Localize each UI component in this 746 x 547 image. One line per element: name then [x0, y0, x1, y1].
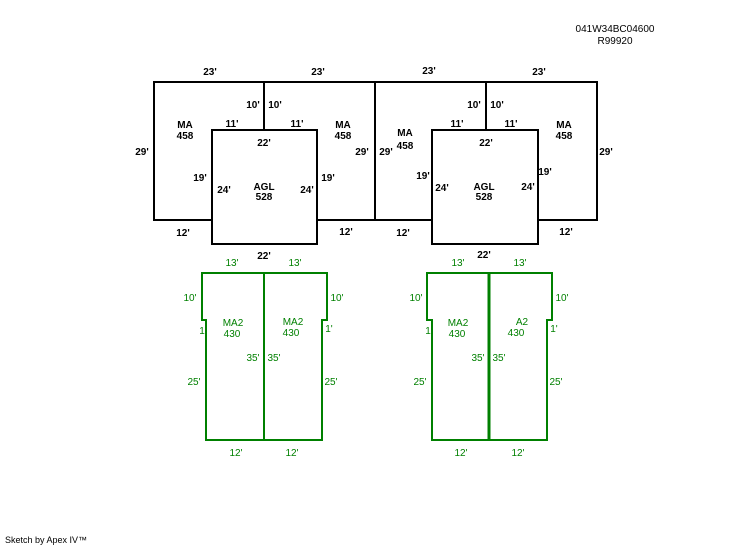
area-sqft: 430	[449, 329, 466, 340]
dimension: 1'	[325, 324, 333, 335]
dimension: 12'	[559, 227, 573, 238]
dimension: 19'	[193, 173, 207, 184]
dimension: 29'	[355, 147, 369, 158]
dimension: 19'	[538, 167, 552, 178]
area-sqft: 458	[556, 131, 573, 142]
dimension: 19'	[321, 173, 335, 184]
dimension: 29'	[599, 147, 613, 158]
dimension: 12'	[396, 228, 410, 239]
dimension: 12'	[511, 448, 524, 459]
dimension: 35'	[246, 353, 259, 364]
dimension: 22'	[477, 250, 491, 261]
dimension: 35'	[471, 353, 484, 364]
dimension: 22'	[479, 138, 493, 149]
dimension: 13'	[451, 258, 464, 269]
dimension: 25'	[187, 377, 200, 388]
area-code: MA2	[223, 318, 244, 329]
dimension: 23'	[422, 66, 436, 77]
dimension: 1	[199, 326, 205, 337]
lower-labels: MA2 430 MA2 430 MA2 430 A2 430 13' 13' 1…	[183, 258, 568, 459]
sketch-credit: Sketch by Apex IV™	[5, 535, 88, 545]
account-number: R99920	[597, 36, 633, 47]
dimension: 10'	[490, 100, 504, 111]
dimension: 22'	[257, 251, 271, 262]
dimension: 12'	[229, 448, 242, 459]
dimension: 10'	[330, 293, 343, 304]
dimension: 19'	[416, 171, 430, 182]
dimension: 25'	[549, 377, 562, 388]
area-code: MA	[556, 120, 572, 131]
garage-left	[211, 129, 318, 245]
dimension: 10'	[268, 100, 282, 111]
dimension: 12'	[339, 227, 353, 238]
dimension: 24'	[435, 183, 449, 194]
area-sqft: 430	[283, 328, 300, 339]
dimension: 11'	[451, 119, 464, 130]
area-sqft: 458	[177, 131, 194, 142]
dimension: 24'	[300, 185, 314, 196]
dimension: 12'	[454, 448, 467, 459]
dimension: 10'	[555, 293, 568, 304]
dimension: 24'	[217, 185, 231, 196]
area-code: MA2	[283, 317, 304, 328]
area-sqft: 458	[397, 141, 414, 152]
area-code: AGL	[473, 182, 494, 193]
dimension: 13'	[288, 258, 301, 269]
dimension: 35'	[267, 353, 280, 364]
dimension: 12'	[176, 228, 190, 239]
dimension: 29'	[135, 147, 149, 158]
area-sqft: 528	[256, 192, 273, 203]
dimension: 1'	[550, 324, 558, 335]
lower-floor	[201, 272, 553, 441]
area-code: AGL	[253, 182, 274, 193]
area-code: MA	[397, 128, 413, 139]
dimension: 11'	[505, 119, 518, 130]
area-sqft: 430	[508, 328, 525, 339]
lower-outline-right	[426, 272, 553, 441]
area-sqft: 528	[476, 192, 493, 203]
upper-floor	[153, 81, 598, 245]
dimension: 1	[425, 326, 431, 337]
dimension: 12'	[285, 448, 298, 459]
area-code: A2	[516, 317, 529, 328]
dimension: 35'	[492, 353, 505, 364]
dimension: 29'	[379, 147, 393, 158]
area-code: MA2	[448, 318, 469, 329]
lower-outline-left	[201, 272, 328, 441]
dimension: 13'	[225, 258, 238, 269]
dimension: 10'	[246, 100, 260, 111]
area-code: MA	[335, 120, 351, 131]
parcel-id: 041W34BC04600	[575, 24, 655, 35]
upper-labels: MA 458 MA 458 AGL 528 MA 458 MA 458 AGL …	[135, 66, 613, 262]
dimension: 11'	[291, 119, 304, 130]
dimension: 22'	[257, 138, 271, 149]
area-code: MA	[177, 120, 193, 131]
dimension: 10'	[183, 293, 196, 304]
area-sqft: 458	[335, 131, 352, 142]
garage-right	[431, 129, 539, 245]
dimension: 11'	[226, 119, 239, 130]
dimension: 23'	[532, 67, 546, 78]
dimension: 25'	[324, 377, 337, 388]
dimension: 25'	[413, 377, 426, 388]
dimension: 10'	[409, 293, 422, 304]
dimension: 24'	[521, 182, 535, 193]
dimension: 13'	[513, 258, 526, 269]
dimension: 23'	[203, 67, 217, 78]
area-sqft: 430	[224, 329, 241, 340]
dimension: 10'	[467, 100, 481, 111]
dimension: 23'	[311, 67, 325, 78]
